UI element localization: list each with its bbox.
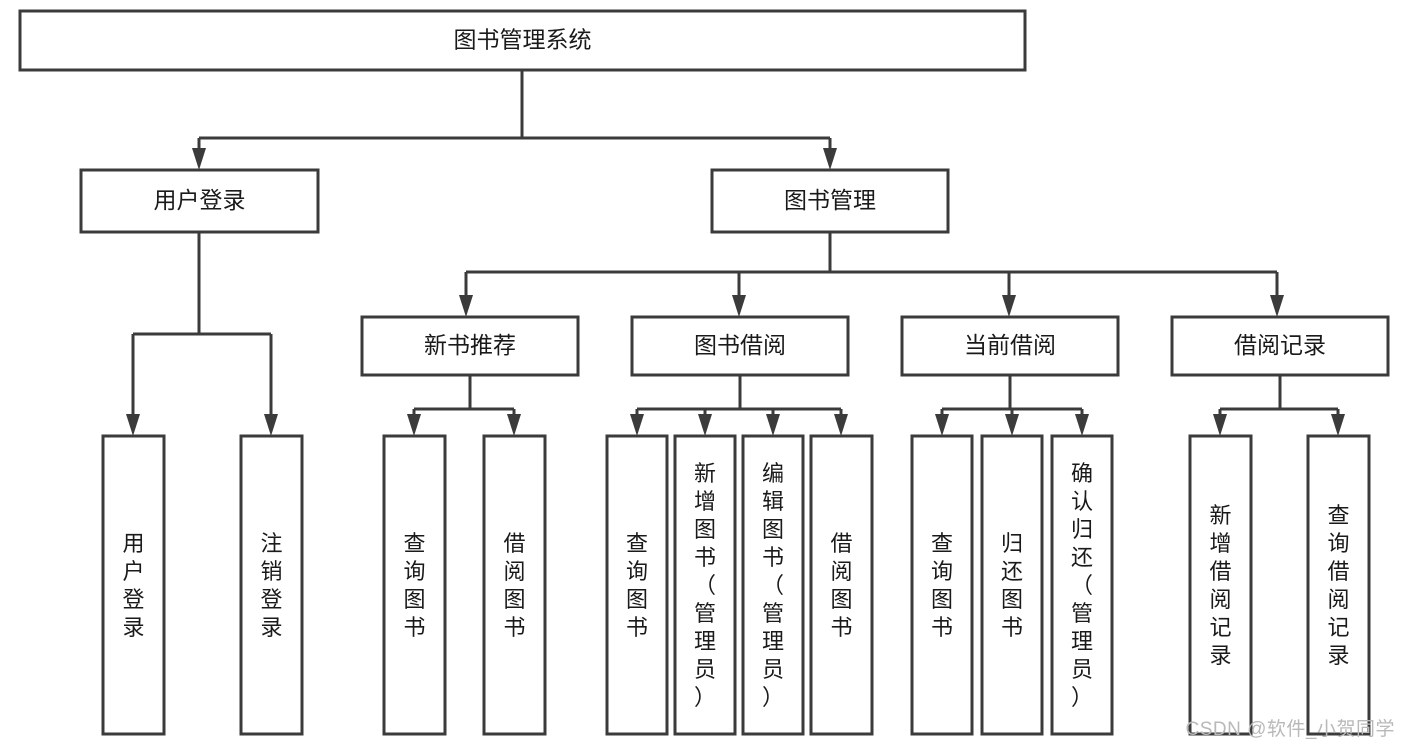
node-box[interactable] [1050, 434, 1114, 736]
node-label: 注销登录 [260, 531, 282, 640]
connectors-layer [126, 70, 1345, 436]
node-box[interactable] [710, 168, 950, 234]
node-label: 用户登录 [122, 531, 144, 640]
node-leaf-confirm-return[interactable]: 确认归还（管理员） [1050, 434, 1114, 736]
node-label: 编辑图书（管理员） [762, 461, 784, 710]
node-leaf-logout[interactable]: 注销登录 [239, 434, 304, 736]
node-leaf-add-record[interactable]: 新增借阅记录 [1188, 434, 1253, 736]
node-label: 借阅图书 [503, 531, 525, 640]
connector-arrow-icon [732, 295, 746, 317]
connector-group [192, 70, 837, 170]
node-current-borrow[interactable]: 当前借阅 [900, 315, 1120, 377]
connector-arrow-icon [935, 414, 949, 436]
node-label: 借阅图书 [830, 531, 852, 640]
node-box[interactable] [1306, 434, 1371, 736]
node-box[interactable] [809, 434, 874, 736]
node-leaf-return-book[interactable]: 归还图书 [980, 434, 1044, 736]
node-box[interactable] [980, 434, 1044, 736]
node-box[interactable] [101, 434, 166, 736]
connector-arrow-icon [823, 148, 837, 170]
node-label: 确认归还（管理员） [1071, 461, 1093, 710]
connector-arrow-icon [834, 414, 848, 436]
node-label: 图书借阅 [694, 332, 786, 358]
node-box[interactable] [1188, 434, 1253, 736]
connector-arrow-icon [264, 414, 278, 436]
connector-arrow-icon [1213, 414, 1227, 436]
connector-group [1213, 375, 1345, 436]
connector-arrow-icon [459, 295, 473, 317]
node-label: 查询借阅记录 [1327, 503, 1349, 668]
node-leaf-edit-book[interactable]: 编辑图书（管理员） [741, 434, 805, 736]
connector-arrow-icon [1331, 414, 1345, 436]
node-box[interactable] [900, 315, 1120, 377]
connector-arrow-icon [1002, 295, 1016, 317]
node-book-manage[interactable]: 图书管理 [710, 168, 950, 234]
node-label: 归还图书 [1001, 531, 1023, 640]
connector-group [459, 232, 1284, 317]
node-label: 图书管理系统 [454, 27, 592, 53]
node-box[interactable] [360, 315, 580, 377]
node-box[interactable] [79, 168, 320, 234]
node-box[interactable] [673, 434, 737, 736]
connector-group [630, 375, 848, 436]
node-label: 查询图书 [403, 531, 425, 640]
node-label: 查询图书 [626, 531, 648, 640]
nodes-layer: 图书管理系统用户登录图书管理新书推荐图书借阅当前借阅借阅记录用户登录注销登录查询… [18, 9, 1390, 736]
node-box[interactable] [741, 434, 805, 736]
node-box[interactable] [482, 434, 547, 736]
node-label: 图书管理 [784, 187, 876, 213]
node-leaf-query-book-2[interactable]: 查询图书 [605, 434, 669, 736]
connector-group [407, 375, 521, 436]
node-box[interactable] [605, 434, 669, 736]
connector-arrow-icon [630, 414, 644, 436]
node-box[interactable] [18, 9, 1027, 72]
node-label: 当前借阅 [964, 332, 1056, 358]
node-leaf-query-book-3[interactable]: 查询图书 [910, 434, 974, 736]
node-leaf-borrow-book-1[interactable]: 借阅图书 [482, 434, 547, 736]
node-box[interactable] [630, 315, 850, 377]
connector-arrow-icon [766, 414, 780, 436]
node-box[interactable] [382, 434, 447, 736]
watermark: CSDN @软件_小贺同学 [1185, 719, 1395, 740]
node-label: 新书推荐 [424, 332, 516, 358]
connector-group [126, 232, 278, 436]
node-leaf-query-book-1[interactable]: 查询图书 [382, 434, 447, 736]
node-borrow-record[interactable]: 借阅记录 [1170, 315, 1390, 377]
connector-arrow-icon [407, 414, 421, 436]
node-label: 新增借阅记录 [1209, 503, 1231, 668]
node-leaf-borrow-book-2[interactable]: 借阅图书 [809, 434, 874, 736]
connector-arrow-icon [698, 414, 712, 436]
node-new-book-recommend[interactable]: 新书推荐 [360, 315, 580, 377]
connector-arrow-icon [1075, 414, 1089, 436]
connector-arrow-icon [1005, 414, 1019, 436]
node-box[interactable] [239, 434, 304, 736]
node-leaf-user-login[interactable]: 用户登录 [101, 434, 166, 736]
node-user-login[interactable]: 用户登录 [79, 168, 320, 234]
node-label: 用户登录 [154, 187, 246, 213]
node-book-borrow[interactable]: 图书借阅 [630, 315, 850, 377]
node-label: 新增图书（管理员） [694, 461, 716, 710]
node-label: 查询图书 [931, 531, 953, 640]
connector-arrow-icon [192, 148, 206, 170]
node-leaf-add-book[interactable]: 新增图书（管理员） [673, 434, 737, 736]
connector-arrow-icon [126, 414, 140, 436]
node-root[interactable]: 图书管理系统 [18, 9, 1027, 72]
node-label: 借阅记录 [1234, 332, 1326, 358]
node-box[interactable] [910, 434, 974, 736]
node-box[interactable] [1170, 315, 1390, 377]
connector-group [935, 375, 1089, 436]
connector-arrow-icon [1270, 295, 1284, 317]
node-leaf-query-record[interactable]: 查询借阅记录 [1306, 434, 1371, 736]
connector-arrow-icon [507, 414, 521, 436]
